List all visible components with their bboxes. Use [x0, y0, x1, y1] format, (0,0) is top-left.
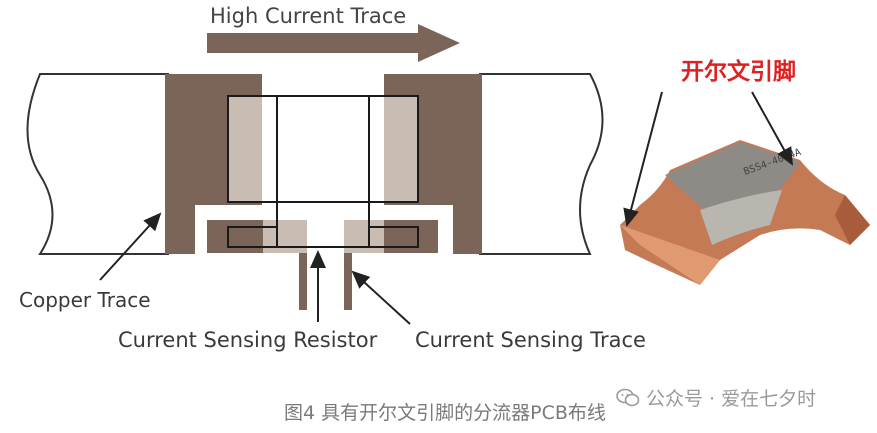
kelvin-pointer-right: [751, 91, 793, 166]
kelvin-leads-label: 开尔文引脚: [681, 59, 796, 85]
right-copper-trace-outline: [479, 73, 604, 255]
right-sense-pad-light: [344, 220, 384, 253]
resistor-body-outline: [276, 95, 370, 248]
wechat-icon: [616, 388, 640, 406]
left-copper-trace-outline: [26, 73, 169, 255]
left-sense-leg: [299, 253, 307, 310]
sense-trace-pointer: [351, 270, 411, 325]
copper-trace-label: Copper Trace: [19, 288, 151, 312]
kelvin-pointer-left: [623, 91, 663, 227]
current-sensing-resistor-label: Current Sensing Resistor: [118, 328, 378, 352]
watermark: 公众号 · 爱在七夕时: [616, 384, 816, 411]
right-sense-leg: [344, 253, 352, 310]
current-sensing-trace-label: Current Sensing Trace: [415, 328, 646, 352]
shunt-resistor-illustration: BSS4-4024A: [620, 140, 870, 285]
left-sense-outline: [227, 226, 278, 248]
figure-caption: 图4 具有开尔文引脚的分流器PCB布线: [284, 402, 606, 424]
copper-trace-pointer: [99, 212, 162, 281]
watermark-text: 公众号 · 爱在七夕时: [646, 388, 817, 410]
high-current-arrow: [207, 24, 460, 62]
right-sense-outline: [368, 226, 419, 248]
left-resistor-terminal: [228, 96, 262, 202]
right-resistor-terminal: [384, 96, 418, 202]
left-sense-pad-light: [263, 220, 307, 253]
high-current-trace-label: High Current Trace: [210, 4, 407, 28]
